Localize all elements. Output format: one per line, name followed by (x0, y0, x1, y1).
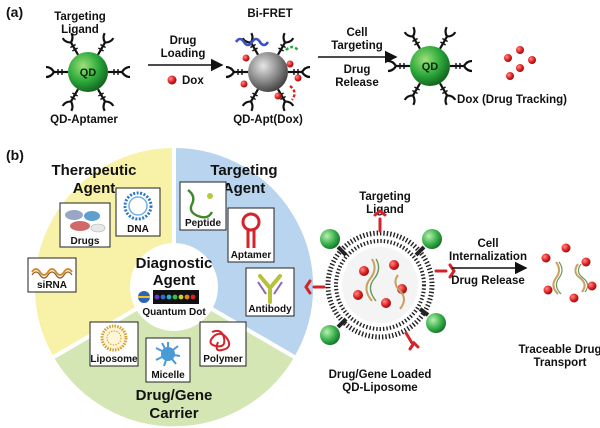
drug-release-label-b: Drug Release (451, 275, 525, 287)
dox-legend-label: Dox (182, 75, 204, 87)
cell-targeting-label-1: Cell (346, 27, 367, 39)
qd-label-1: QD (80, 67, 97, 79)
cell-targeting-label-2: Targeting (331, 40, 383, 52)
antibody-label: Antibody (248, 304, 292, 315)
dna-label: DNA (127, 224, 149, 235)
panel-b-label: (b) (6, 147, 24, 163)
released-payload (541, 243, 597, 303)
loaded-liposome-label-1: Drug/Gene Loaded (329, 369, 432, 381)
qd-aptamer-label: QD-Aptamer (50, 114, 118, 126)
polymer-card: Polymer (199, 321, 247, 367)
dox-legend-dot (167, 75, 177, 85)
dna-card: DNA (115, 187, 161, 237)
cell-internalization-label-1: Cell (477, 238, 498, 250)
drug-loading-label-1: Drug (170, 35, 197, 47)
qd-aptamer: QD (44, 32, 132, 112)
sirna-card: siRNA (27, 257, 77, 293)
therapeutic-title-1: Therapeutic (51, 162, 136, 179)
quantum-dot-label: Quantum Dot (142, 307, 206, 318)
targeting-ligand-label-b-1: Targeting (359, 191, 411, 203)
targeting-ligand-label-a-2: Ligand (61, 24, 99, 36)
peptide-label: Peptide (185, 218, 222, 229)
diagnostic-title-1: Diagnostic (136, 255, 213, 272)
drugs-card: Drugs (59, 202, 111, 248)
polymer-label: Polymer (203, 354, 243, 365)
bifret-label: Bi-FRET (247, 8, 292, 20)
cell-internalization-label-2: Internalization (449, 251, 527, 263)
free-dox-dots (504, 46, 536, 80)
drug-release-label-a-2: Release (335, 77, 378, 89)
panel-a-label: (a) (6, 4, 23, 20)
liposome-card: Liposome (89, 321, 139, 367)
traceable-label-2: Transport (533, 357, 586, 369)
traceable-label-1: Traceable Drug (518, 344, 600, 356)
qd-apt-dox-label: QD-Apt(Dox) (233, 114, 303, 126)
micelle-card: Micelle (145, 337, 191, 383)
qd-label-2: QD (422, 61, 439, 73)
therapeutic-title-2: Agent (73, 180, 116, 197)
diagnostic-center (130, 243, 218, 331)
qd-apt-dox (224, 32, 312, 112)
loaded-liposome-label-2: QD-Liposome (342, 382, 417, 394)
dox-tracking-label: Dox (Drug Tracking) (457, 94, 567, 106)
qd-released: QD (386, 26, 474, 106)
drugs-label: Drugs (71, 236, 100, 247)
drug-release-label-a-1: Drug (344, 64, 371, 76)
quantum-dot-icon (138, 290, 199, 304)
carrier-title-2: Carrier (149, 405, 198, 422)
peptide-card: Peptide (179, 181, 227, 231)
sirna-label: siRNA (37, 280, 67, 291)
qd-liposome (304, 209, 456, 351)
antibody-card: Antibody (245, 267, 295, 317)
aptamer-label: Aptamer (231, 250, 272, 261)
aptamer-card: Aptamer (227, 207, 275, 263)
targeting-title-2: Agent (223, 180, 266, 197)
carrier-title-1: Drug/Gene (136, 387, 213, 404)
micelle-label: Micelle (151, 370, 185, 381)
diagnostic-title-2: Agent (153, 272, 196, 289)
targeting-title-1: Targeting (210, 162, 277, 179)
drug-loading-label-2: Loading (161, 48, 206, 60)
liposome-label: Liposome (90, 354, 138, 365)
targeting-ligand-label-a-1: Targeting (54, 11, 106, 23)
